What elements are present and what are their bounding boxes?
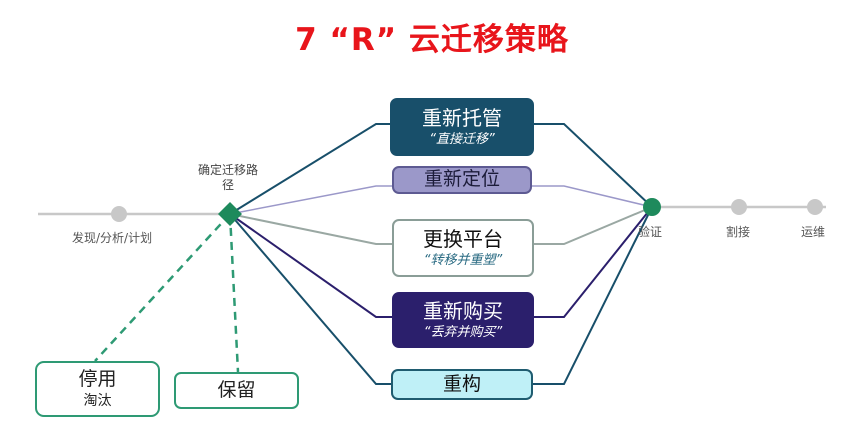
strategy-repurchase-box: 重新购买 “丢弃并购买” [392,292,534,348]
link-repurchase-left [229,213,392,318]
rehost-subtitle: “直接迁移” [429,131,495,147]
link-relocate-left [229,185,392,215]
retire-label: 停用 [78,368,117,391]
dashed-link-retain [228,213,240,373]
cutover-label: 割接 [726,225,751,239]
link-refactor-left [229,213,391,385]
refactor-label: 重构 [442,372,481,395]
repurchase-subtitle: “丢弃并购买” [423,324,503,340]
cutover-node [731,199,747,215]
link-repurchase-right [534,206,653,318]
retire-subtitle: 淘汰 [83,392,112,409]
link-replatform-right [534,206,653,245]
strategy-replatform-box: 更换平台 “转移并重塑” [392,219,534,277]
validate-label: 验证 [638,225,663,239]
dashed-link-retire [94,213,231,362]
decision-label: 确定迁移路径 [198,163,259,192]
operate-node [807,199,823,215]
operate-label: 运维 [801,225,826,239]
retain-label: 保留 [217,378,256,401]
link-rehost-left [229,123,390,215]
strategy-refactor-box: 重构 [391,369,533,400]
link-rehost-right [534,123,653,208]
strategy-retire-box: 停用 淘汰 [35,361,160,417]
strategy-relocate-box: 重新定位 [392,166,532,194]
page-title: 7 “R” 云迁移策略 [295,22,569,58]
strategy-rehost-box: 重新托管 “直接迁移” [390,98,534,156]
relocate-label: 重新定位 [423,168,500,191]
discover-label: 发现/分析/计划 [72,231,153,245]
discover-node [111,206,127,222]
link-refactor-right [533,206,653,385]
replatform-label: 更换平台 [423,226,503,251]
repurchase-label: 重新购买 [423,298,503,323]
validate-node [643,198,661,216]
rehost-label: 重新托管 [422,105,502,130]
link-relocate-right [532,185,653,208]
link-replatform-left [229,213,392,245]
replatform-subtitle: “转移并重塑” [423,252,503,268]
strategy-retain-box: 保留 [174,372,299,409]
decision-diamond [218,202,242,226]
